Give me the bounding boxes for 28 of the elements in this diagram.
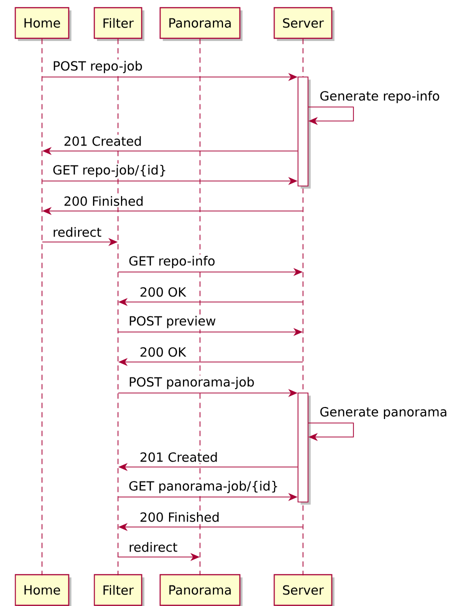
message-label: POST repo-job xyxy=(51,60,144,74)
message-label: 201 Created xyxy=(138,450,220,464)
participant-box: Home xyxy=(14,7,72,41)
message-label: 200 Finished xyxy=(62,194,146,208)
self-message-arrow xyxy=(308,106,354,126)
self-message-arrow xyxy=(308,422,354,442)
message-label: Generate panorama xyxy=(318,406,449,420)
message-label: redirect xyxy=(51,226,103,238)
participant-box: Home xyxy=(14,574,72,606)
message-label: GET repo-info xyxy=(127,254,217,270)
participant-box: Panorama xyxy=(160,7,242,41)
message-label: Generate repo-info xyxy=(318,90,442,104)
message-label: redirect xyxy=(127,540,179,554)
participant-box: Server xyxy=(274,574,334,606)
participant-box: Server xyxy=(274,7,334,41)
participant-box: Filter xyxy=(94,7,144,41)
message-label: 200 OK xyxy=(138,346,188,358)
message-label: GET repo-job/{id} xyxy=(51,164,168,178)
activation-bar xyxy=(298,392,311,505)
message-label: 201 Created xyxy=(62,134,144,148)
message-label: POST panorama-job xyxy=(127,376,256,390)
participant-box: Panorama xyxy=(160,574,242,606)
participant-box: Filter xyxy=(94,574,144,606)
message-label: 200 OK xyxy=(138,286,188,298)
activation-bar xyxy=(298,76,311,189)
message-label: POST preview xyxy=(127,314,218,330)
message-label: GET panorama-job/{id} xyxy=(127,480,280,494)
message-label: 200 Finished xyxy=(138,510,222,524)
